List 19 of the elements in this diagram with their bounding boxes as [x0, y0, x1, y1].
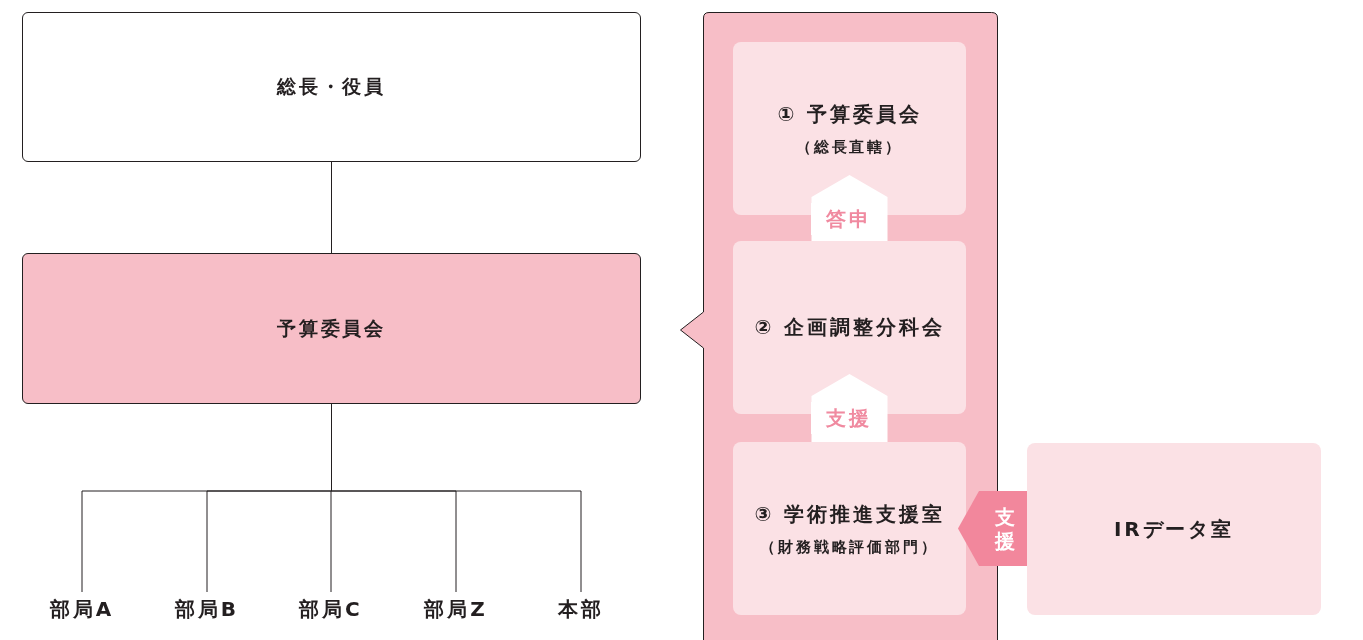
department-label: 部局B [172, 592, 242, 626]
department-label: 部局C [296, 592, 366, 626]
box-title: ② 企画調整分科会 [754, 314, 945, 341]
department-label: 部局A [47, 592, 117, 626]
box-subtitle: （財務戦略評価部門） [760, 537, 939, 557]
connector-line [331, 161, 332, 254]
box-title: 予算委員会 [276, 315, 387, 341]
department-label: 部局Z [421, 592, 491, 626]
process-box [1027, 443, 1321, 615]
organization-box [22, 12, 641, 162]
organization-box [22, 253, 641, 404]
box-subtitle: （総長直轄） [795, 137, 904, 157]
box-title: ③ 学術推進支援室 [754, 500, 945, 528]
box-title: 総長・役員 [276, 74, 387, 99]
box-title: IRデータ室 [1113, 515, 1235, 543]
block-arrow [958, 491, 1027, 566]
department-label: 本部 [546, 592, 616, 626]
box-title: ① 予算委員会 [777, 100, 922, 128]
process-box [733, 442, 966, 615]
